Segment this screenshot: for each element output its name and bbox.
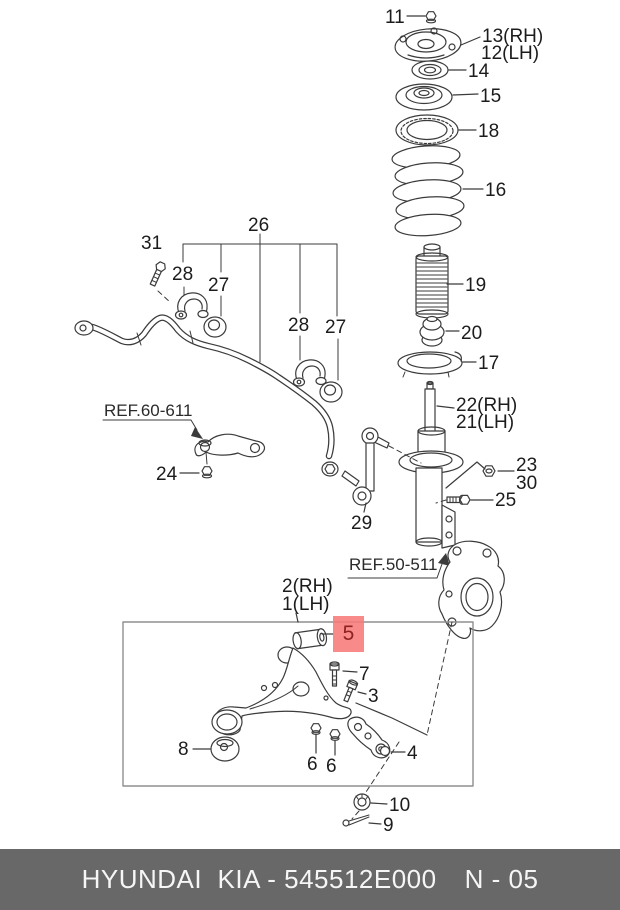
callout-27-right[interactable]: 27 <box>325 317 347 338</box>
ref-link-50-511[interactable]: REF.50-511 <box>349 555 438 574</box>
group-26-bracket-lines <box>182 233 339 381</box>
callout-28-right[interactable]: 28 <box>288 315 310 336</box>
callout-12-lh[interactable]: 12(LH) <box>481 43 540 64</box>
callout-4[interactable]: 4 <box>407 743 418 764</box>
footer-bar: HYUNDAI KIA - 545512E000 N - 05 <box>0 849 620 910</box>
callout-13-rh[interactable]: 13(RH) <box>482 26 544 47</box>
stabilizer-bolt-31-art <box>149 261 166 287</box>
callout-24[interactable]: 24 <box>156 464 178 485</box>
knuckle-art <box>347 540 505 639</box>
stabilizer-bushing-27-art <box>203 316 227 338</box>
ball-joint-bracket-4-art <box>347 716 391 759</box>
nut-6a-art <box>310 723 322 735</box>
callout-29[interactable]: 29 <box>351 513 373 534</box>
assembly-dashed-lines <box>157 290 453 820</box>
callout-8[interactable]: 8 <box>178 739 189 760</box>
callout-27-left[interactable]: 27 <box>208 275 230 296</box>
dust-cover-art <box>415 243 449 319</box>
strut-bearing-art <box>411 60 449 80</box>
callout-19[interactable]: 19 <box>465 275 487 296</box>
callout-6a[interactable]: 6 <box>307 754 318 775</box>
callout-31[interactable]: 31 <box>141 233 163 254</box>
footer-catalog-code: HYUNDAI KIA - 545512E000 <box>81 864 437 894</box>
footer-page-number: N - 05 <box>464 864 539 894</box>
flange-nut-23-30-art <box>482 465 496 477</box>
diagram-art <box>74 11 515 827</box>
nut-6b-art <box>329 729 341 741</box>
stabilizer-bracket-28-art <box>174 292 209 320</box>
bolt-7-art <box>329 661 340 687</box>
callout-22-rh[interactable]: 22(RH) <box>456 395 518 416</box>
callout-7[interactable]: 7 <box>359 664 370 685</box>
callout-16[interactable]: 16 <box>485 180 507 201</box>
spring-seat-lower-art <box>397 351 463 378</box>
strut-mount-art <box>394 27 462 62</box>
spring-insulator-art <box>395 114 459 146</box>
cotter-pin-9-art <box>342 814 370 827</box>
callout-5: 5 <box>342 622 355 645</box>
callout-18[interactable]: 18 <box>478 121 500 142</box>
leader-lines <box>179 15 515 825</box>
callout-10[interactable]: 10 <box>389 795 411 816</box>
callout-14[interactable]: 14 <box>468 61 490 82</box>
arm-bushing-8-art <box>210 736 240 762</box>
castle-nut-10-art <box>353 793 371 811</box>
strut-art <box>398 380 464 549</box>
coil-spring-art <box>391 145 465 237</box>
lock-nut-11-art <box>425 11 437 24</box>
callout-17[interactable]: 17 <box>478 353 500 374</box>
callout-1-lh[interactable]: 1(LH) <box>282 594 330 615</box>
callout-26[interactable]: 26 <box>248 215 270 236</box>
highlighted-callout-5[interactable]: 5 <box>333 616 364 652</box>
stabilizer-link-art <box>341 427 390 506</box>
callout-6b[interactable]: 6 <box>326 756 337 777</box>
callout-20[interactable]: 20 <box>461 323 483 344</box>
callout-9[interactable]: 9 <box>383 815 394 836</box>
ref-link-60-611[interactable]: REF.60-611 <box>104 401 193 420</box>
callout-28-left[interactable]: 28 <box>172 264 194 285</box>
arm-bushing-5-art <box>292 628 328 650</box>
callout-23[interactable]: 23 <box>516 455 538 476</box>
lower-control-arm-art <box>211 646 352 736</box>
callout-21-lh[interactable]: 21(LH) <box>456 412 515 433</box>
bolt-3-art <box>343 679 359 703</box>
bump-stopper-art <box>419 315 445 347</box>
bolt-25-art <box>446 494 471 505</box>
ref-60-611-arm-art <box>102 419 266 479</box>
callout-25[interactable]: 25 <box>495 490 517 511</box>
callout-11[interactable]: 11 <box>385 7 405 28</box>
spring-seat-upper-art <box>395 83 453 111</box>
callout-30[interactable]: 30 <box>516 473 538 494</box>
callout-3[interactable]: 3 <box>368 686 379 707</box>
callout-15[interactable]: 15 <box>480 86 502 107</box>
callout-2-rh[interactable]: 2(RH) <box>282 576 333 597</box>
stabilizer-bar-art <box>74 314 339 477</box>
